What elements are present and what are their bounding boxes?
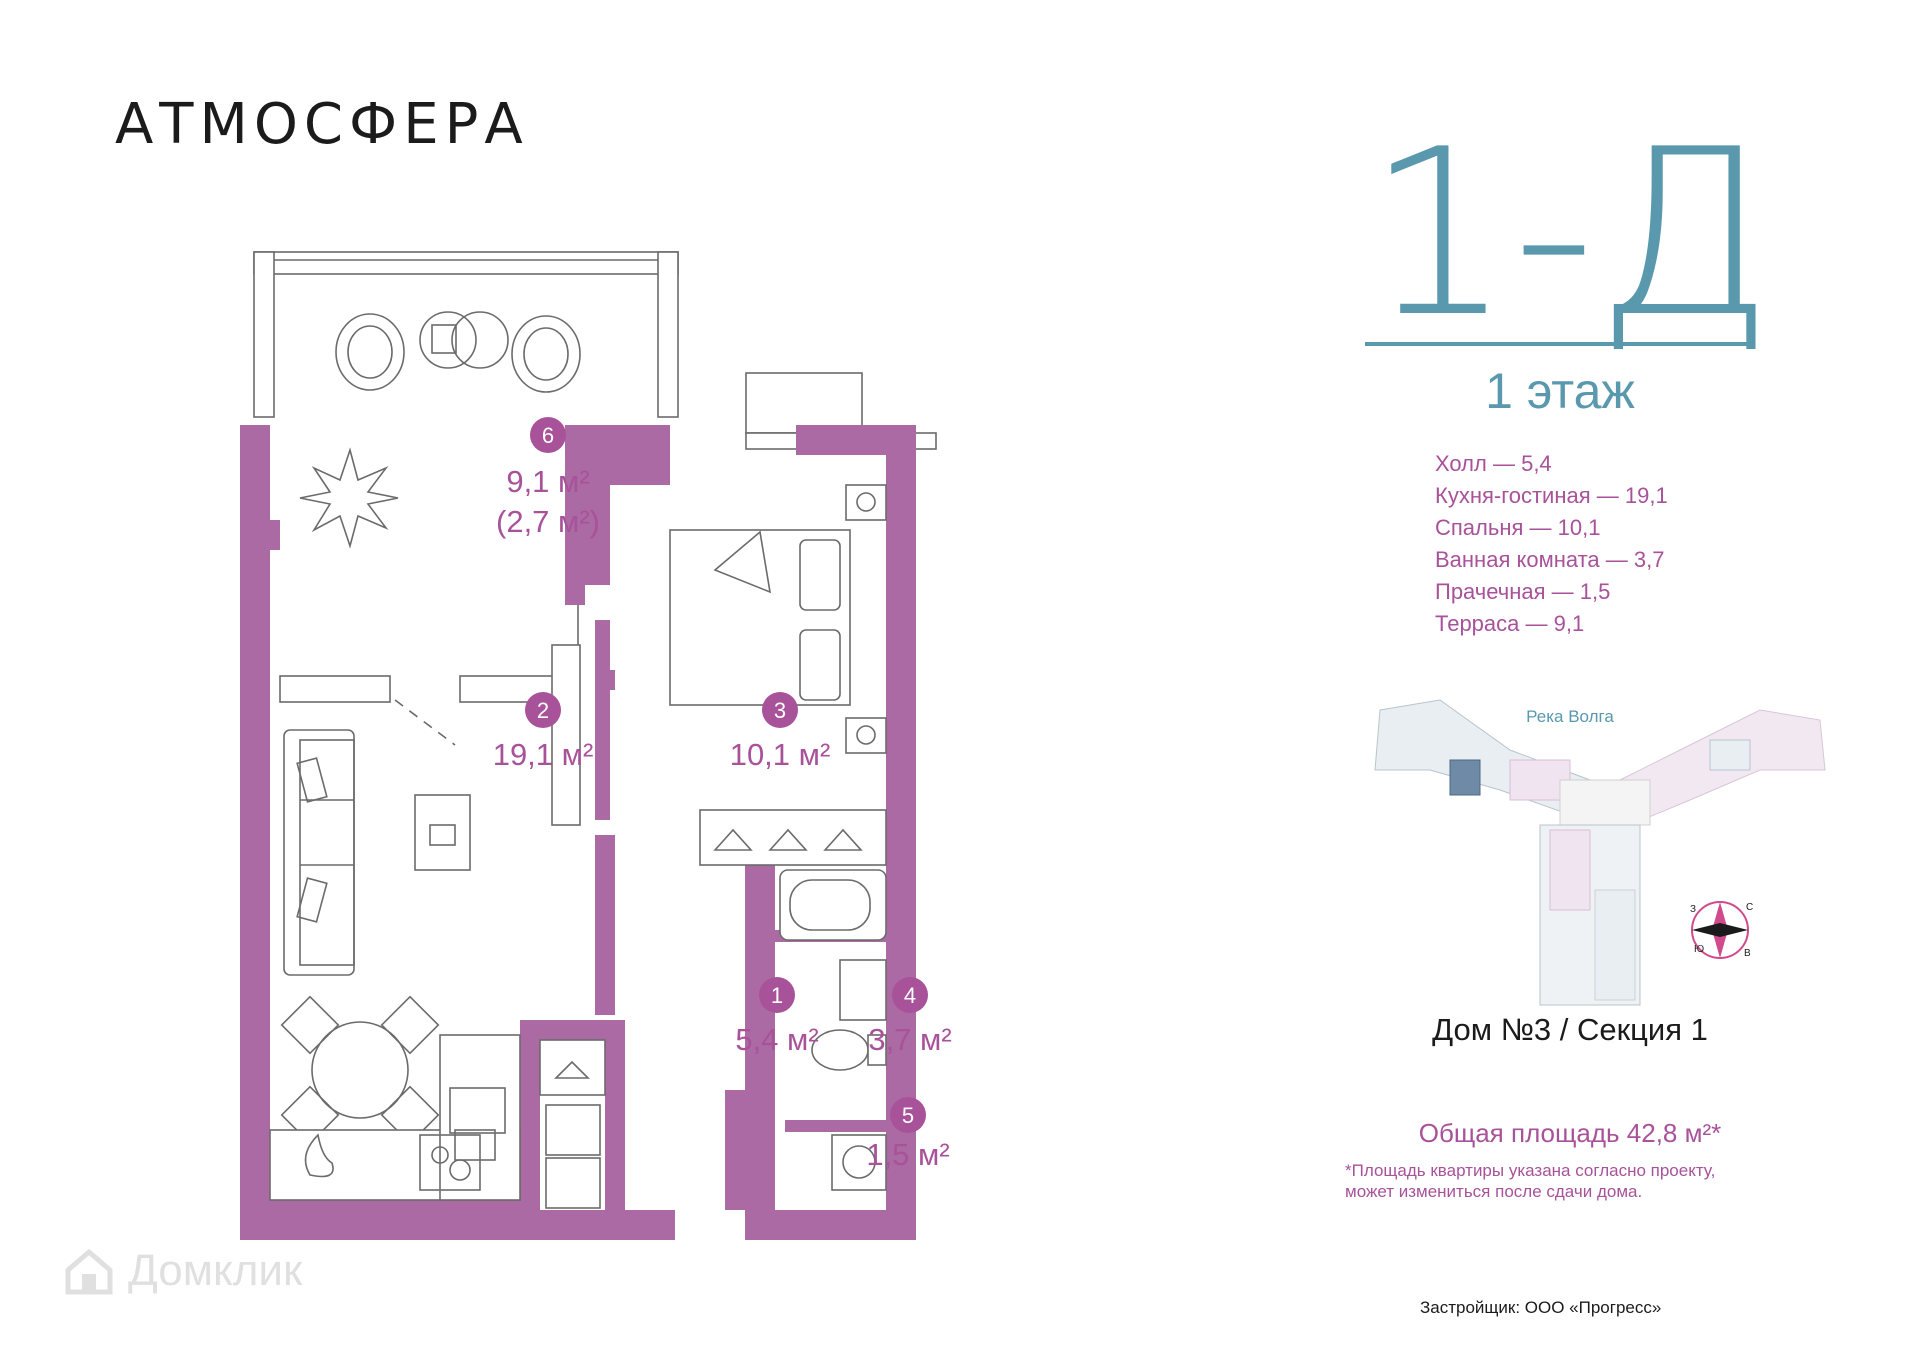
terrace-door-swing — [394, 699, 456, 746]
compass-icon: С Ю З В — [1690, 901, 1753, 959]
brand-logo: АТМОСФЕРА — [115, 92, 529, 157]
svg-text:1: 1 — [771, 983, 783, 1008]
bedroom-wardrobe — [699, 809, 887, 866]
building-right-wing — [1619, 709, 1826, 826]
river-label: Река Волга — [1526, 707, 1614, 726]
area-disclaimer: *Площадь квартиры указана согласно проек… — [1345, 1160, 1815, 1202]
list-item: Спальня — 10,1 — [1435, 515, 1601, 540]
watermark: Домклик — [62, 1244, 302, 1298]
floor-label: 1 этаж — [1485, 363, 1635, 419]
list-item: Терраса — 9,1 — [1435, 611, 1585, 636]
room-3-label: 3 10,1 м² — [730, 692, 831, 772]
bathtub — [779, 869, 887, 941]
svg-text:4: 4 — [904, 983, 916, 1008]
svg-text:1,5 м²: 1,5 м² — [866, 1137, 949, 1172]
list-item: Ванная комната — 3,7 — [1435, 547, 1665, 572]
list-item: Холл — 5,4 — [1435, 451, 1552, 476]
svg-text:5,4 м²: 5,4 м² — [735, 1022, 818, 1057]
svg-text:Ю: Ю — [1694, 944, 1704, 955]
svg-text:10,1 м²: 10,1 м² — [730, 737, 831, 772]
svg-text:3,7 м²: 3,7 м² — [868, 1022, 951, 1057]
kitchen-unit — [269, 1034, 521, 1201]
total-area-label: Общая площадь 42,8 м²* — [1418, 1118, 1722, 1148]
list-item: Прачечная — 1,5 — [1435, 579, 1611, 604]
room-labels: 6 9,1 м² (2,7 м²) 2 19,1 м² 3 10,1 м² 1 … — [493, 417, 952, 1172]
apartment-code: 1-Д — [1366, 101, 1774, 368]
svg-text:9,1 м²: 9,1 м² — [506, 464, 589, 499]
room-1-label: 1 5,4 м² — [735, 977, 819, 1057]
rooms-list: Холл — 5,4 Кухня-гостиная — 19,1 Спальня… — [1435, 448, 1668, 640]
coffee-table — [414, 794, 471, 871]
svg-text:6: 6 — [542, 423, 554, 448]
svg-text:2: 2 — [537, 698, 549, 723]
room-4-label: 4 3,7 м² — [868, 977, 952, 1057]
room-5-label: 5 1,5 м² — [866, 1097, 950, 1172]
house-logo-icon — [65, 1248, 113, 1295]
svg-text:В: В — [1744, 948, 1751, 959]
floor-plan — [240, 251, 937, 1240]
list-item: Кухня-гостиная — 19,1 — [1435, 483, 1668, 508]
toilet — [811, 1029, 887, 1071]
gas-flame-icon — [304, 1133, 334, 1178]
double-bed — [669, 529, 851, 706]
hall-wardrobe — [539, 1039, 606, 1209]
sliding-door — [551, 644, 581, 826]
svg-text:19,1 м²: 19,1 м² — [493, 737, 594, 772]
terrace-railing — [253, 251, 679, 418]
developer-label: Застройщик: ООО «Прогресс» — [1420, 1298, 1662, 1317]
terrace-chair-left — [335, 313, 405, 391]
hanger-icon — [554, 1060, 590, 1079]
room-2-label: 2 19,1 м² — [493, 692, 594, 772]
nightstand-bottom — [845, 717, 887, 754]
sofa — [283, 729, 355, 976]
terrace-table — [419, 311, 509, 369]
sink — [839, 959, 887, 1021]
svg-text:5: 5 — [902, 1103, 914, 1128]
living-window-left — [279, 675, 391, 703]
title-divider — [1365, 342, 1755, 346]
svg-text:(2,7 м²): (2,7 м²) — [496, 504, 600, 539]
nightstand-top — [845, 484, 887, 521]
room-6-label: 6 9,1 м² (2,7 м²) — [496, 417, 600, 539]
svg-text:З: З — [1690, 904, 1696, 915]
walls — [240, 425, 916, 1240]
area-disclaimer-line2: может измениться после сдачи дома. — [1345, 1182, 1643, 1201]
svg-text:3: 3 — [774, 698, 786, 723]
plant-icon — [299, 447, 399, 549]
watermark-text: Домклик — [128, 1246, 303, 1295]
dining-table — [280, 995, 440, 1145]
key-plan: Река Волга С Ю З В — [1374, 699, 1826, 1006]
building-center — [1539, 779, 1651, 1006]
house-section-label: Дом №3 / Секция 1 — [1432, 1012, 1708, 1047]
terrace-chair-right — [511, 315, 581, 393]
area-disclaimer-line1: *Площадь квартиры указана согласно проек… — [1345, 1161, 1716, 1180]
washing-machine — [831, 1134, 887, 1191]
svg-text:С: С — [1746, 902, 1753, 913]
